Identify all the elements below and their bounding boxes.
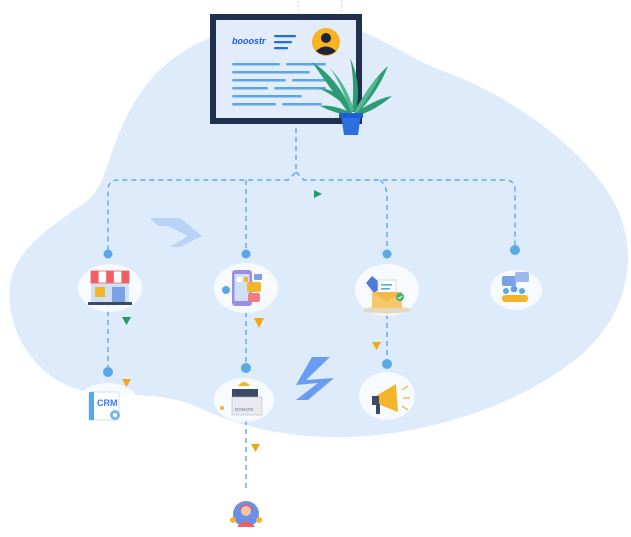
arrow-orange-down xyxy=(251,444,260,452)
donate-label: DONATE xyxy=(235,407,253,412)
support-agent-icon xyxy=(216,495,276,535)
storefront-icon xyxy=(78,264,142,312)
node-dot xyxy=(241,249,251,259)
arrow-green-down xyxy=(122,317,131,325)
node-dot xyxy=(241,363,251,373)
crm-icon: CRM xyxy=(76,383,140,427)
node-dot xyxy=(103,367,113,377)
crm-label: CRM xyxy=(97,398,118,408)
mobile-apps-icon xyxy=(214,263,278,313)
mail-envelope-icon xyxy=(355,264,419,316)
profile-text-lines xyxy=(232,63,328,106)
profile-monitor: booostr xyxy=(210,14,362,124)
donation-box-icon: DONATE xyxy=(214,378,274,422)
arrow-orange-down xyxy=(254,318,264,328)
megaphone-icon xyxy=(359,372,415,420)
background-blob xyxy=(9,18,628,438)
arrow-orange-down xyxy=(372,342,381,350)
top-decor-circle xyxy=(297,0,343,29)
arrow-orange-down xyxy=(122,379,131,387)
node-dot xyxy=(510,245,520,255)
team-chat-icon xyxy=(490,270,542,310)
lightning-bolt-icon xyxy=(296,357,334,400)
node-dot xyxy=(103,249,113,259)
node-dots xyxy=(103,245,520,377)
chevron-decor xyxy=(150,218,202,247)
potted-plant xyxy=(312,58,392,135)
connector-lines xyxy=(107,128,516,492)
profile-avatar-icon xyxy=(312,28,340,56)
node-dot xyxy=(382,249,392,259)
monitor-logo: booostr xyxy=(232,36,266,46)
arrow-green-right xyxy=(314,190,322,198)
node-dot xyxy=(382,359,392,369)
hamburger-icon xyxy=(274,35,296,50)
plant-pot xyxy=(341,114,361,135)
